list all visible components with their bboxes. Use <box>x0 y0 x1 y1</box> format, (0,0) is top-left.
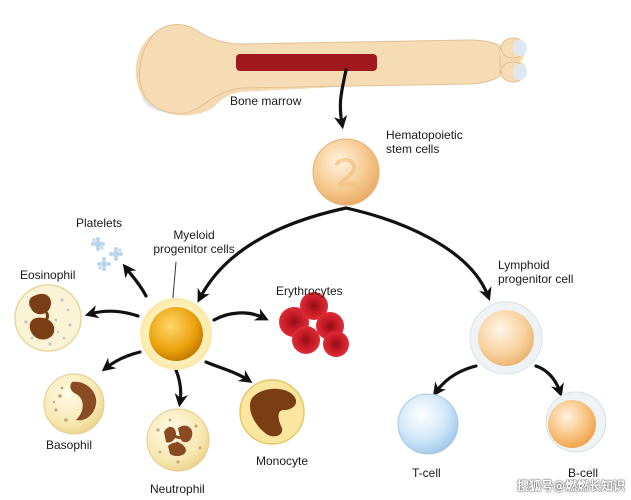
label-platelets: Platelets <box>76 216 123 230</box>
neutrophil-cell <box>146 408 210 472</box>
arrows <box>84 68 564 408</box>
lymphoid-progenitor-cell <box>469 301 543 375</box>
label-t-cell: T-cell <box>412 466 441 480</box>
erythrocytes-cluster <box>279 292 349 357</box>
label-basophil: Basophil <box>46 438 93 452</box>
t-cell <box>397 393 459 455</box>
label-lymphoid-progenitor: Lymphoid progenitor cell <box>498 258 574 286</box>
label-neutrophil: Neutrophil <box>150 482 205 496</box>
label-bone-marrow: Bone marrow <box>230 94 302 108</box>
bone-illustration <box>135 24 527 116</box>
myeloid-progenitor-cell <box>140 298 212 370</box>
label-b-cell: B-cell <box>568 466 599 480</box>
watermark: 搜狐号@燃燃长知识 <box>516 479 625 493</box>
b-cell <box>545 391 607 453</box>
basophil-cell <box>43 373 105 435</box>
hematopoietic-stem-cell <box>312 138 380 206</box>
platelets-cluster <box>91 237 123 271</box>
label-eosinophil: Eosinophil <box>20 268 76 282</box>
label-myeloid-progenitor: Myeloid progenitor cells <box>153 228 235 256</box>
label-monocyte: Monocyte <box>256 454 309 468</box>
marrow-band <box>236 54 377 71</box>
label-erythrocytes: Erythrocytes <box>276 284 343 298</box>
monocyte-cell <box>239 379 305 445</box>
eosinophil-cell <box>14 284 82 352</box>
label-hematopoietic-stem-cells: Hematopoietic stem cells <box>386 128 463 156</box>
